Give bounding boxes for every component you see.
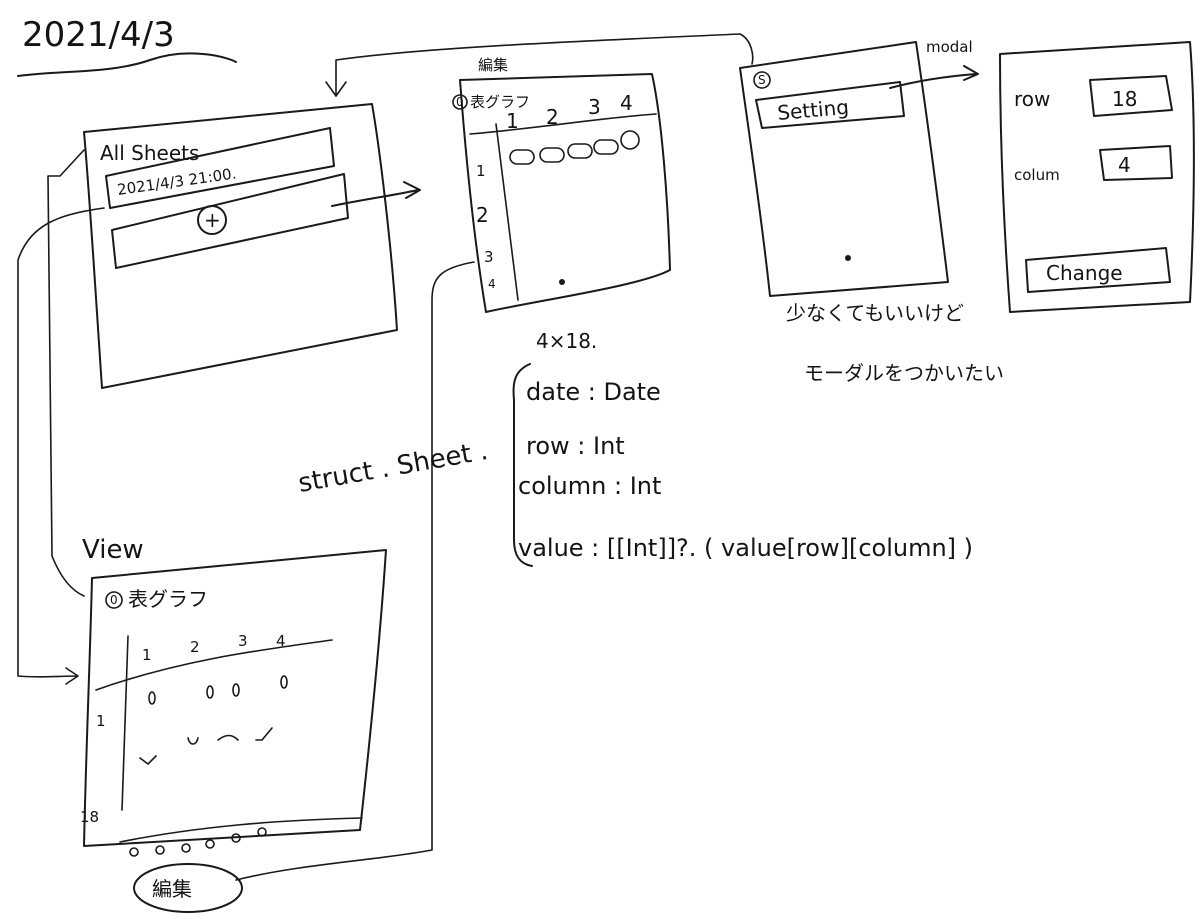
view-footer-dot xyxy=(205,839,215,849)
struct-field-value: value : [[Int]]?. ( value[row][column] ) xyxy=(518,534,973,562)
struct-brace xyxy=(512,363,533,567)
modal-screen: row 18 colum 4 Change xyxy=(999,41,1195,313)
edit-row-divider xyxy=(495,123,519,301)
view-footer-dot xyxy=(181,843,191,853)
connector-left-inner xyxy=(47,149,85,597)
edit-sheet-icon-text: 0 xyxy=(456,95,464,109)
view-cell-value xyxy=(232,683,240,697)
struct-field-row: row : Int xyxy=(526,432,625,460)
view-col-1: 1 xyxy=(142,646,152,664)
modal-column-value: 4 xyxy=(1118,153,1131,177)
edit-cell-input[interactable] xyxy=(567,143,593,159)
view-footer-dot xyxy=(257,827,267,837)
date-underline xyxy=(17,52,237,77)
view-screen: View 0 表グラフ 1 2 3 4 1 18 編集 xyxy=(80,535,387,913)
view-sheet-icon xyxy=(105,591,123,609)
all-sheets-screen: All Sheets 2021/4/3 21:00. + xyxy=(83,103,421,389)
edit-row-3: 3 xyxy=(484,248,494,266)
modal-row-input[interactable] xyxy=(1089,75,1173,117)
edit-col-4: 4 xyxy=(620,91,633,115)
view-sheet-title: 表グラフ xyxy=(128,587,208,611)
view-footer-dot xyxy=(155,845,165,855)
view-row-1: 1 xyxy=(96,712,106,730)
view-cell-value xyxy=(139,755,157,765)
connector-edit-to-view xyxy=(235,261,475,881)
view-col-2: 2 xyxy=(190,638,200,656)
edit-cell-input[interactable] xyxy=(593,139,619,155)
view-cell-value xyxy=(148,691,156,705)
modal-row-label: row xyxy=(1014,87,1050,111)
connector-top-arrowhead xyxy=(325,81,347,97)
edit-cell-input[interactable] xyxy=(509,149,535,165)
edit-col-1: 1 xyxy=(506,109,519,133)
edit-label: 編集 xyxy=(478,56,508,74)
edit-pager-dot xyxy=(559,279,565,285)
add-icon-symbol: + xyxy=(204,208,221,232)
struct-field-column: column : Int xyxy=(518,472,661,500)
setting-button[interactable] xyxy=(755,81,905,129)
setting-button-text: Setting xyxy=(776,95,849,125)
settings-note-line1: 少なくてもいいけど xyxy=(786,301,964,325)
struct-field-date: date : Date xyxy=(526,378,661,406)
view-cell-value xyxy=(280,675,288,689)
edit-frame xyxy=(459,73,671,313)
edit-cell-input[interactable] xyxy=(539,147,565,163)
arrow-to-modal xyxy=(889,65,979,89)
settings-frame xyxy=(739,41,949,297)
view-footer-dot xyxy=(231,833,241,843)
modal-column-label: colum xyxy=(1014,166,1060,184)
edit-row-4: 4 xyxy=(488,277,496,291)
settings-screen: S Setting modal 少なくてもいいけど モーダルをつかいたい xyxy=(739,38,1004,385)
change-button[interactable] xyxy=(1025,247,1171,293)
struct-title: struct . Sheet . xyxy=(296,436,490,499)
view-col-4: 4 xyxy=(276,632,286,650)
connector-top-to-edit xyxy=(335,33,754,97)
modal-label: modal xyxy=(926,38,973,56)
edit-col-2: 2 xyxy=(546,105,559,129)
all-sheets-title: All Sheets xyxy=(100,141,199,165)
date-title-group: 2021/4/3 xyxy=(17,15,237,77)
edit-col-3: 3 xyxy=(588,95,601,119)
view-row-18: 18 xyxy=(80,808,99,826)
view-cell-value xyxy=(255,727,273,741)
edit-screen: 編集 0 表グラフ 1 2 3 4 1 2 3 4 4×18. xyxy=(452,56,671,353)
edit-row-2: 2 xyxy=(476,203,489,227)
settings-pager-dot xyxy=(845,255,851,261)
view-cell-value xyxy=(206,685,214,699)
change-button-text: Change xyxy=(1046,261,1123,285)
view-row-divider xyxy=(121,635,129,811)
view-header-line xyxy=(95,639,333,691)
edit-sheet-title: 表グラフ xyxy=(470,93,530,111)
modal-frame xyxy=(999,41,1195,313)
settings-note-line2: モーダルをつかいたい xyxy=(804,361,1004,385)
settings-icon[interactable] xyxy=(753,71,771,89)
sheet-row-entry-box[interactable] xyxy=(105,127,335,209)
modal-row-value: 18 xyxy=(1112,87,1137,111)
edit-cell-input[interactable] xyxy=(620,130,640,150)
modal-column-input[interactable] xyxy=(1099,145,1173,181)
settings-icon-text: S xyxy=(758,73,766,87)
view-frame xyxy=(83,549,387,847)
view-edit-button[interactable] xyxy=(133,863,243,913)
view-col-3: 3 xyxy=(238,632,248,650)
connector-left-to-view xyxy=(17,207,105,685)
view-footer-dot xyxy=(129,847,139,857)
view-label: View xyxy=(82,535,144,565)
edit-row-1: 1 xyxy=(476,162,486,180)
struct-definition: struct . Sheet . date : Date row : Int c… xyxy=(296,363,973,567)
view-sheet-icon-text: 0 xyxy=(110,593,118,607)
date-title: 2021/4/3 xyxy=(22,15,175,55)
edit-sheet-icon xyxy=(452,94,468,110)
edit-header-line xyxy=(469,113,657,135)
arrow-to-edit xyxy=(331,181,421,207)
edit-size-note: 4×18. xyxy=(536,329,597,353)
all-sheets-frame xyxy=(83,103,398,389)
add-icon[interactable] xyxy=(197,205,227,235)
view-cell-value xyxy=(217,734,239,741)
add-sheet-row-box[interactable] xyxy=(111,173,349,269)
view-footer-line xyxy=(119,817,363,843)
view-cell-value xyxy=(187,737,199,745)
view-edit-button-text: 編集 xyxy=(152,877,192,901)
